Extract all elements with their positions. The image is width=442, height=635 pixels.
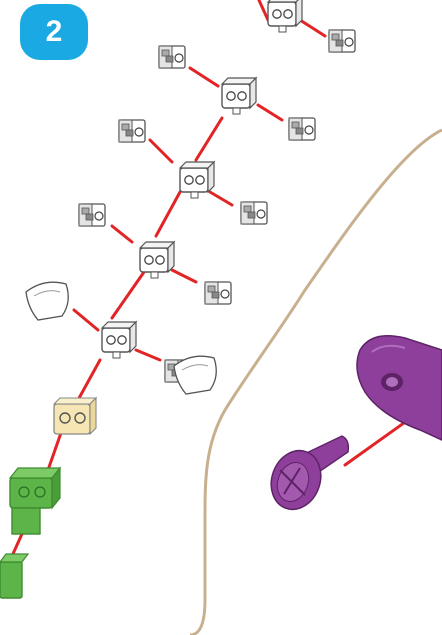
two-hole-cube-icon [221, 77, 257, 115]
gear-cube-icon [78, 203, 106, 227]
gear-cube-icon [204, 281, 232, 305]
green-block-upper [8, 466, 62, 535]
gear-cube-icon [328, 29, 356, 53]
gear-cube-icon [118, 119, 146, 143]
purple-bolt-icon [270, 435, 350, 511]
green-block-lower [0, 553, 30, 599]
connector-lines [6, 0, 438, 567]
gear-cube-icon [240, 201, 268, 225]
curved-wing-icon [173, 355, 217, 395]
gear-cube-icon [288, 117, 316, 141]
step-number: 2 [45, 15, 63, 48]
two-hole-cube-icon [101, 321, 137, 359]
gear-cube-icon [158, 45, 186, 69]
two-hole-cube-icon [267, 0, 303, 33]
curved-wing-icon [25, 281, 69, 321]
parts-chain [25, 0, 356, 395]
two-hole-cube-icon [139, 241, 175, 279]
inset-panel-border [189, 128, 442, 635]
purple-bracket-icon [356, 335, 442, 441]
step-number-badge: 2 [20, 4, 88, 60]
yellow-cube [52, 396, 98, 436]
